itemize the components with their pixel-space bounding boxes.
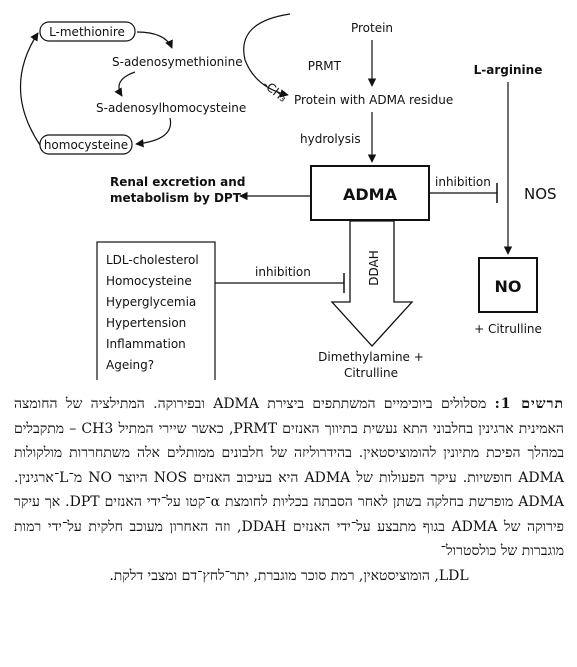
risk-factor-item: Hypertension <box>106 316 186 330</box>
renal-excretion-label-2: metabolism by DPT <box>110 191 242 205</box>
adma-label: ADMA <box>343 185 398 204</box>
arrow-sah-to-homocysteine <box>135 117 172 148</box>
dimethylamine-label-2: Citrulline <box>344 366 398 380</box>
inhibition-label-top: inhibition <box>435 175 491 189</box>
renal-excretion-label-1: Renal excretion and <box>110 175 245 189</box>
nos-label: NOS <box>524 185 557 203</box>
risk-factors-list: LDL-cholesterol Homocysteine Hyperglycem… <box>106 253 199 372</box>
protein-label: Protein <box>351 21 393 35</box>
risk-factor-item: Ageing? <box>106 358 154 372</box>
hydrolysis-label: hydrolysis <box>300 132 361 146</box>
l-arginine-label: L-arginine <box>474 63 543 77</box>
ddah-label: DDAH <box>367 250 381 286</box>
figure-caption: תרשים 1: מסלולים ביוכימיים המשתתפים ביצי… <box>14 392 564 588</box>
inhibition-label-bottom: inhibition <box>255 265 311 279</box>
no-box <box>478 257 538 313</box>
adma-pathway-diagram: L-methionire S-adenosymethionine S-adeno… <box>19 13 557 380</box>
s-adenosylmethionine-label: S-adenosymethionine <box>112 55 243 69</box>
risk-factor-item: Hyperglycemia <box>106 295 196 309</box>
arrow-homocysteine-to-methionine <box>19 32 41 146</box>
prmt-label: PRMT <box>308 59 342 73</box>
ch3-label: -CH₃ <box>260 77 290 104</box>
caption-label: תרשים 1: <box>494 396 564 412</box>
arrow-ch3-transfer <box>243 13 291 98</box>
caption-last-line: LDL, הומוציסטאין, רמת סוכר מוגברת, יתר־ל… <box>109 567 469 584</box>
l-methionine-box <box>39 21 136 42</box>
risk-factor-item: LDL-cholesterol <box>106 253 199 267</box>
dimethylamine-label-1: Dimethylamine + <box>318 350 424 364</box>
protein-adma-label: Protein with ADMA residue <box>294 93 453 107</box>
risk-factor-item: Homocysteine <box>106 274 192 288</box>
no-label: NO <box>495 277 522 296</box>
ddah-hollow-arrow <box>330 220 414 347</box>
risk-factors-box <box>96 241 216 380</box>
arrow-sam-to-sah <box>114 71 136 97</box>
l-methionine-label: L-methionire <box>49 25 125 39</box>
caption-body: תרשים 1: מסלולים ביוכימיים המשתתפים ביצי… <box>14 392 564 564</box>
citrulline-no-label: + Citrulline <box>474 322 542 336</box>
homocysteine-label: homocysteine <box>44 138 128 152</box>
arrow-methionine-to-sam <box>136 31 173 49</box>
caption-text: מסלולים ביוכימיים המשתתפים ביצירת ADMA ו… <box>14 396 565 559</box>
s-adenosylhomocysteine-label: S-adenosylhomocysteine <box>96 101 246 115</box>
risk-factor-item: Inflammation <box>106 337 186 351</box>
